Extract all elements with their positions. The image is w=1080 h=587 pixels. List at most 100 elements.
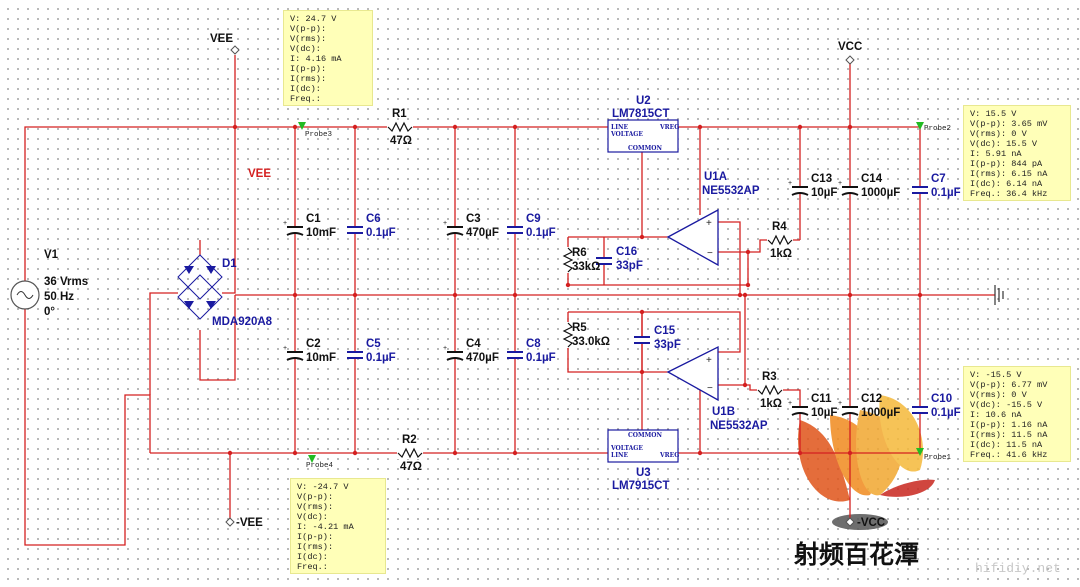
- wires: [24, 55, 995, 546]
- reg-pin-voltage: VOLTAGE: [610, 445, 643, 452]
- polarity-plus-icon: +: [443, 220, 447, 227]
- junction-dot: [639, 309, 645, 315]
- reg-pin-vreg: VREG: [659, 124, 679, 131]
- rail-vcc-label: VCC: [838, 41, 862, 53]
- diode-icon: [206, 301, 216, 309]
- probe-label[interactable]: Probe3: [305, 131, 333, 139]
- capacitor-value: 0.1µF: [366, 227, 396, 239]
- resistor-r3[interactable]: [757, 384, 783, 396]
- probe-reading-line: I(dc):: [290, 84, 321, 94]
- diode-icon: [184, 266, 194, 274]
- capacitor-c5[interactable]: [346, 351, 364, 359]
- source-name: V1: [44, 249, 59, 261]
- capacitor-c11[interactable]: +: [788, 400, 809, 416]
- capacitor-c10[interactable]: [911, 406, 929, 414]
- probe-reading-line: V(p-p):: [290, 24, 327, 34]
- capacitor-value: 470µF: [466, 352, 499, 364]
- capacitor-c2[interactable]: +: [283, 345, 304, 361]
- rail-vee-net-label: VEE: [248, 168, 271, 180]
- resistor-r2[interactable]: [397, 447, 423, 459]
- bridge-rectifier-d1[interactable]: [177, 254, 223, 320]
- probe-label[interactable]: Probe1: [924, 454, 952, 462]
- source-frequency: 50 Hz: [44, 291, 74, 303]
- junction-dot: [452, 450, 458, 456]
- regulator-u2[interactable]: [607, 119, 679, 153]
- terminal-icon: [845, 517, 855, 527]
- capacitor-name: C3: [466, 213, 481, 225]
- opamp-u1b[interactable]: +−: [666, 345, 719, 402]
- regulator-part: LM7915CT: [612, 480, 670, 492]
- probe-reading-line: V(dc):: [290, 44, 321, 54]
- capacitor-c4[interactable]: +: [443, 345, 464, 361]
- logo-text: 射频百花潭: [793, 540, 919, 569]
- regulator-name: U2: [636, 95, 651, 107]
- rail-vee-label: VEE: [210, 33, 233, 45]
- junction-dot: [292, 124, 298, 130]
- resistor-r6[interactable]: [562, 247, 574, 273]
- probe-marker-icon[interactable]: [308, 455, 316, 463]
- resistor-r4[interactable]: [767, 234, 793, 246]
- capacitor-c14[interactable]: +: [838, 180, 859, 196]
- capacitor-c6[interactable]: [346, 226, 364, 234]
- probe-reading-line: I(dc): 6.14 nA: [970, 179, 1043, 189]
- capacitor-value: 33pF: [616, 260, 643, 272]
- probe-marker-icon[interactable]: [916, 122, 924, 130]
- probe-reading-line: I: 10.6 nA: [970, 410, 1022, 420]
- opamp-part: NE5532AP: [702, 185, 760, 197]
- resistor-name: R3: [762, 371, 777, 383]
- ac-source-v1[interactable]: [10, 280, 40, 310]
- opamp-part: NE5532AP: [710, 420, 768, 432]
- capacitor-c13[interactable]: +: [788, 180, 809, 196]
- opamp-u1a[interactable]: +−: [666, 208, 719, 267]
- capacitor-value: 0.1µF: [931, 407, 961, 419]
- capacitor-c12[interactable]: +: [838, 400, 859, 416]
- resistor-r1[interactable]: [387, 121, 413, 133]
- capacitor-c16[interactable]: [595, 237, 613, 285]
- capacitor-name: C15: [654, 325, 676, 337]
- reg-pin-line: LINE: [611, 452, 629, 459]
- capacitor-name: C11: [811, 393, 832, 405]
- regulator-u3[interactable]: [607, 429, 679, 463]
- capacitor-c9[interactable]: [506, 226, 524, 234]
- probe-label[interactable]: Probe2: [924, 125, 951, 133]
- resistor-name: R1: [392, 108, 407, 120]
- capacitor-c1[interactable]: +: [283, 220, 304, 236]
- probe-reading-line: Freq.: 36.4 kHz: [970, 189, 1048, 199]
- probe-label[interactable]: Probe4: [306, 462, 334, 470]
- terminal-icon: [230, 45, 240, 55]
- source-phase: 0°: [44, 306, 55, 318]
- probe-reading-line: V(p-p): 6.77 mV: [970, 380, 1048, 390]
- reg-pin-common: COMMON: [628, 432, 663, 439]
- probe-marker-icon[interactable]: [916, 448, 924, 456]
- capacitor-name: C12: [861, 393, 882, 405]
- resistor-value: 1kΩ: [760, 398, 782, 410]
- polarity-plus-icon: +: [838, 400, 842, 407]
- junction-dot: [512, 450, 518, 456]
- probe-reading-line: V(rms): 0 V: [970, 129, 1027, 139]
- resistor-value: 47Ω: [400, 461, 422, 473]
- probe-reading-line: I(rms): 6.15 nA: [970, 169, 1048, 179]
- capacitor-c3[interactable]: +: [443, 220, 464, 236]
- capacitor-c15[interactable]: [633, 312, 651, 372]
- opamp-name: U1A: [704, 171, 727, 183]
- probe-reading-line: I(rms):: [290, 74, 327, 84]
- terminal-icon: [225, 517, 235, 527]
- capacitor-value: 10µF: [811, 187, 837, 199]
- probe-reading-line: I(dc):: [297, 552, 328, 562]
- sine-wave-icon: [16, 291, 34, 299]
- capacitor-name: C1: [306, 213, 321, 225]
- reg-pin-common: COMMON: [628, 145, 663, 152]
- capacitor-c8[interactable]: [506, 351, 524, 359]
- rail-minus-vee-label: -VEE: [236, 517, 263, 529]
- regulator-part: LM7815CT: [612, 108, 670, 120]
- resistor-r5[interactable]: [562, 322, 574, 348]
- capacitor-name: C14: [861, 173, 883, 185]
- capacitor-name: C7: [931, 173, 946, 185]
- probe-marker-icon[interactable]: [298, 122, 306, 130]
- reg-pin-voltage: VOLTAGE: [610, 131, 643, 138]
- junction-dot: [452, 292, 458, 298]
- capacitor-c7[interactable]: [911, 186, 929, 194]
